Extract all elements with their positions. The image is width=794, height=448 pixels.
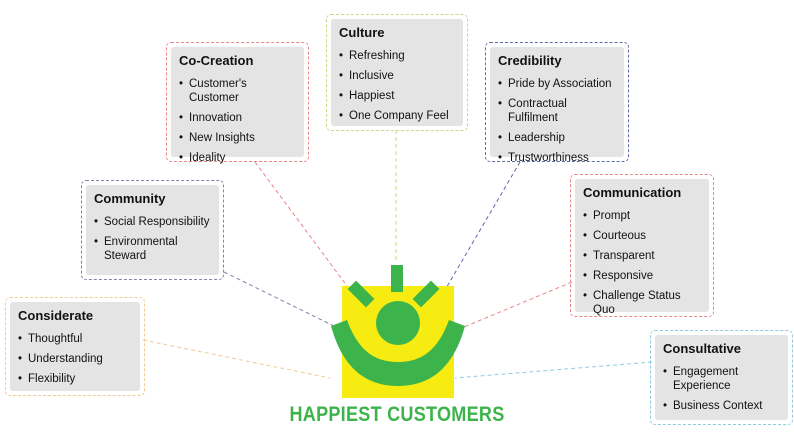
considerate-box: Considerate Thoughtful Understanding Fle… (5, 297, 145, 396)
community-box: Community Social Responsibility Environm… (81, 180, 224, 280)
community-heading: Community (94, 191, 166, 206)
credibility-item: Leadership (498, 131, 616, 145)
culture-card: Culture Refreshing Inclusive Happiest On… (331, 19, 463, 126)
culture-item: One Company Feel (339, 109, 455, 123)
culture-heading: Culture (339, 25, 385, 40)
credibility-item: Pride by Association (498, 77, 616, 91)
culture-item: Refreshing (339, 49, 455, 63)
communication-item: Courteous (583, 229, 701, 243)
credibility-item: Trustworthiness (498, 151, 616, 165)
considerate-heading: Considerate (18, 308, 94, 323)
cocreation-box: Co-Creation Customer's Customer Innovati… (166, 42, 309, 165)
considerate-item: Thoughtful (18, 332, 132, 346)
consultative-heading: Consultative (663, 341, 742, 356)
connector-consultative (454, 361, 653, 379)
consultative-box: Consultative Engagement Experience Busin… (650, 330, 793, 425)
connector-credibility (444, 161, 521, 291)
communication-box: Communication Prompt Courteous Transpare… (570, 174, 714, 317)
cocreation-card: Co-Creation Customer's Customer Innovati… (171, 47, 304, 165)
page-title: HAPPIEST CUSTOMERS (289, 403, 505, 426)
credibility-card: Credibility Pride by Association Contrac… (490, 47, 624, 165)
cocreation-item: Innovation (179, 111, 296, 125)
culture-item: Inclusive (339, 69, 455, 83)
considerate-item: Understanding (18, 352, 132, 366)
cocreation-item: Customer's Customer (179, 77, 296, 105)
considerate-card: Considerate Thoughtful Understanding Fle… (10, 302, 140, 391)
communication-item: Responsive (583, 269, 701, 283)
cocreation-item: Ideality (179, 151, 296, 165)
communication-item: Challenge Status Quo (583, 289, 701, 317)
connector-communication (451, 281, 573, 333)
culture-item: Happiest (339, 89, 455, 103)
connector-community (223, 271, 337, 328)
credibility-heading: Credibility (498, 53, 562, 68)
consultative-item: Engagement Experience (663, 365, 753, 393)
happy-customer-icon (331, 265, 465, 398)
community-item: Social Responsibility (94, 215, 211, 229)
cocreation-heading: Co-Creation (179, 53, 254, 68)
communication-item: Prompt (583, 209, 701, 223)
community-item: Environmental Steward (94, 235, 194, 263)
consultative-item: Business Context (663, 399, 780, 413)
consultative-card: Consultative Engagement Experience Busin… (655, 335, 788, 420)
credibility-item: Contractual Fulfilment (498, 97, 616, 125)
communication-item: Transparent (583, 249, 701, 263)
connector-cocreation (254, 161, 351, 291)
community-card: Community Social Responsibility Environm… (86, 185, 219, 275)
considerate-item: Flexibility (18, 372, 132, 386)
communication-heading: Communication (583, 185, 682, 200)
culture-box: Culture Refreshing Inclusive Happiest On… (326, 14, 468, 131)
communication-card: Communication Prompt Courteous Transpare… (575, 179, 709, 316)
cocreation-item: New Insights (179, 131, 296, 145)
connector-considerate (142, 339, 331, 379)
credibility-box: Credibility Pride by Association Contrac… (485, 42, 629, 165)
